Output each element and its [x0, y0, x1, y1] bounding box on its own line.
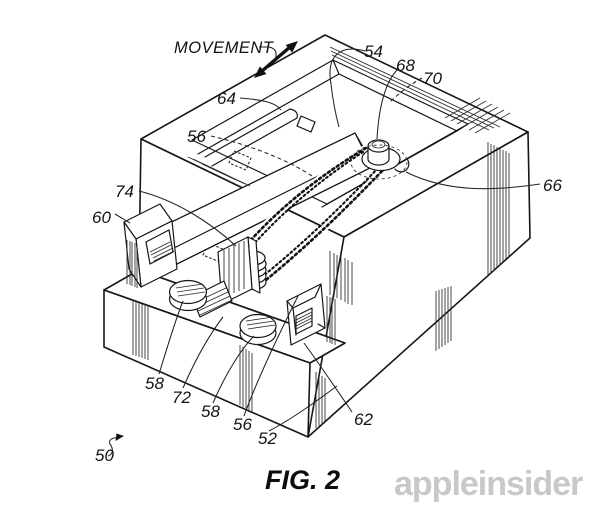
leader-74: [138, 190, 237, 247]
hatch-right-face-mid: [435, 286, 452, 351]
leader-50: [107, 437, 119, 457]
labels: MOVEMENT 54 68 70 64 56 74 60 66 58 72 5…: [92, 39, 562, 465]
arrowhead-50: [115, 433, 124, 441]
ref-label-56b: 56: [233, 415, 252, 434]
movement-arrowhead-ne: [285, 41, 298, 53]
leader-72: [182, 316, 224, 389]
leader-56b: [243, 295, 299, 417]
leader-68: [376, 67, 400, 140]
phantom-square-rail: [202, 242, 226, 263]
hatch-top-right-corner: [444, 97, 511, 134]
rim-tab: [296, 115, 316, 133]
leader-lines: [107, 48, 541, 457]
pulley-post-cap: [371, 140, 386, 149]
leader-60: [114, 213, 131, 224]
movement-arrow: [254, 41, 298, 78]
hatch-lower-block-mid: [239, 345, 253, 412]
ref-label-74: 74: [115, 182, 134, 201]
box-front-right-face: [307, 131, 531, 438]
chain-upper-strand: [240, 146, 368, 252]
hatch-beside-notch: [326, 296, 336, 345]
ref-label-62: 62: [354, 410, 373, 429]
hatch-right-face: [487, 142, 510, 277]
leader-64: [239, 97, 282, 111]
hatch-notch: [295, 311, 313, 330]
hatch-rail-band: [187, 156, 251, 187]
leader-58a: [158, 300, 184, 375]
disc-left-lines: [175, 283, 206, 297]
leader-52: [268, 385, 338, 432]
hatch-front-corner: [329, 251, 353, 305]
ref-label-70: 70: [423, 69, 442, 88]
ref-label-54: 54: [364, 42, 383, 61]
hatch-slot: [149, 241, 175, 262]
leader-62: [303, 342, 353, 413]
ref-label-58b: 58: [201, 402, 220, 421]
disc-left: [168, 279, 208, 312]
movement-label: MOVEMENT: [174, 39, 275, 57]
rim-notch-bump: [394, 158, 410, 173]
hatch-bracket-flange: [193, 287, 233, 316]
watermark: appleinsider: [394, 465, 583, 503]
ref-label-56a: 56: [187, 127, 206, 146]
phantom-square-floor: [228, 150, 252, 171]
leader-58b: [212, 335, 255, 404]
hatching: [132, 97, 511, 428]
tray-floor-edges: [197, 59, 469, 208]
ref-label-52: 52: [258, 429, 277, 448]
ref-label-50: 50: [95, 446, 114, 465]
ref-label-60: 60: [92, 208, 111, 227]
ref-label-58a: 58: [145, 374, 164, 393]
ref-label-66: 66: [543, 176, 562, 195]
tray-inner-track: [204, 108, 298, 167]
movement-arrow-shaft: [260, 45, 292, 73]
hatch-lower-right: [315, 372, 326, 428]
leader-66: [405, 171, 541, 190]
leader-70: [388, 77, 423, 104]
hatch-lower-block-left: [132, 300, 149, 360]
leader-54: [329, 48, 366, 128]
end-block-60: [123, 203, 178, 288]
pulley-pitch-circle: [350, 144, 408, 180]
l-bracket: [191, 236, 261, 318]
pulley-post-top: [367, 139, 390, 153]
disc-right: [239, 313, 277, 346]
disc-right-lines: [245, 316, 276, 330]
chain-lower-strand: [254, 169, 384, 290]
hatch-end-block: [126, 240, 138, 288]
figure-caption: FIG. 2: [265, 465, 340, 495]
pulley: [350, 139, 408, 180]
lower-block-front-face: [103, 289, 311, 438]
hatch-bracket-plate: [223, 241, 245, 298]
movement-arrowhead-sw: [254, 66, 267, 78]
tray-wall-edge-lines: [329, 46, 501, 131]
ref-label-64: 64: [217, 89, 236, 108]
ref-label-68: 68: [396, 56, 415, 75]
ref-label-72: 72: [172, 388, 191, 407]
tray-recess: [191, 46, 501, 208]
rail-edges: [152, 132, 373, 267]
leader-56a: [210, 135, 313, 177]
notch-inner-face: [295, 307, 313, 335]
